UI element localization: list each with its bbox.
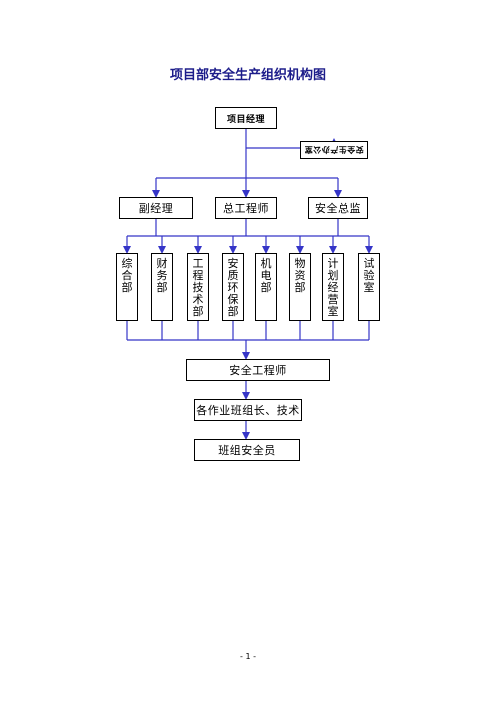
dept-box-2: 财务部 xyxy=(151,253,173,321)
dept-box-3: 工程技术部 xyxy=(187,253,209,321)
safety-office-box: 安全生产办公室 xyxy=(300,141,368,159)
dept-label: 综合部 xyxy=(121,257,133,294)
project-manager-box: 项目经理 xyxy=(215,107,277,129)
dept-label: 财务部 xyxy=(156,257,168,294)
dept-box-6: 物资部 xyxy=(289,253,311,321)
dept-box-8: 试验室 xyxy=(358,253,380,321)
team-leaders-box: 各作业班组长、技术 xyxy=(194,399,302,421)
dept-box-5: 机电部 xyxy=(255,253,277,321)
chart-title: 项目部安全生产组织机构图 xyxy=(169,68,326,83)
dept-label: 安质环保部 xyxy=(227,257,239,318)
dept-label: 试验室 xyxy=(363,257,375,294)
dept-box-1: 综合部 xyxy=(116,253,138,321)
dept-box-7: 计划经营室 xyxy=(322,253,344,321)
dept-box-4: 安质环保部 xyxy=(222,253,244,321)
deputy-manager-box: 副经理 xyxy=(119,197,193,219)
page-number: - 1 - xyxy=(240,652,256,661)
dept-label: 计划经营室 xyxy=(327,257,339,318)
dept-label: 机电部 xyxy=(260,257,272,294)
dept-label: 工程技术部 xyxy=(192,257,204,318)
safety-engineer-box: 安全工程师 xyxy=(186,359,330,381)
team-safety-officer-box: 班组安全员 xyxy=(194,439,300,461)
chief-engineer-box: 总工程师 xyxy=(215,197,277,219)
safety-director-box: 安全总监 xyxy=(308,197,368,219)
dept-label: 物资部 xyxy=(294,257,306,294)
